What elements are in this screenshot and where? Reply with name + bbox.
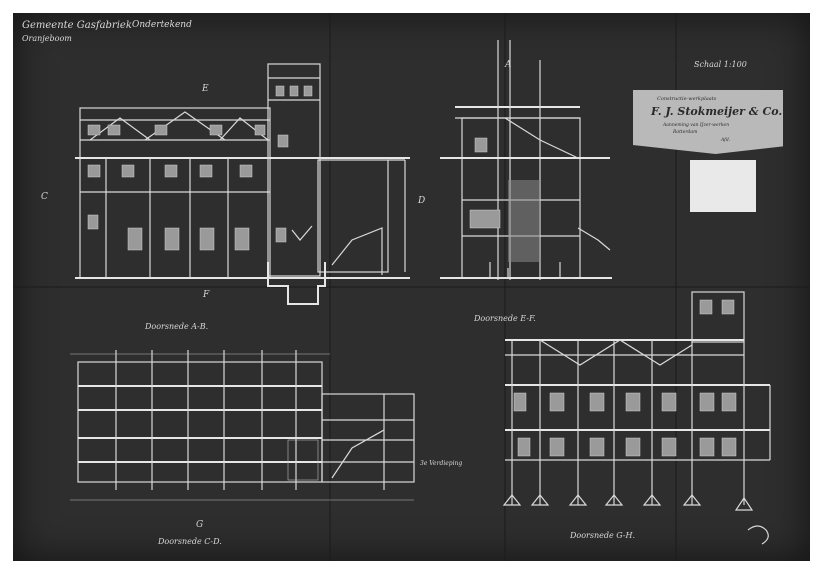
label-g: G	[196, 520, 204, 530]
caption-section-gh: Doorsnede G-H.	[570, 531, 636, 540]
label-d: D	[418, 196, 426, 206]
section-cd-drawing	[70, 350, 415, 501]
caption-section-ef: Doorsnede E-F.	[474, 314, 536, 323]
label-f: F	[203, 290, 210, 300]
title-block-line3: Rotterdam	[673, 130, 698, 135]
title-block-line2: Aanneming van IJzer-werken	[663, 123, 730, 128]
title-block-top-line: Constructie-werkplaats	[657, 96, 717, 102]
section-ef-drawing	[440, 40, 612, 280]
blank-paper-patch	[690, 160, 756, 212]
sheet-header: Gemeente Gasfabriek	[22, 20, 132, 31]
floor-note: 3e Verdieping	[420, 460, 463, 467]
sheet-subheader: Oranjeboom	[22, 34, 72, 43]
section-gh-drawing	[502, 291, 771, 511]
label-a: A	[505, 60, 512, 70]
label-e: E	[202, 84, 209, 94]
title-block: Constructie-werkplaats F. J. Stokmeijer …	[633, 90, 783, 154]
title-block-company: F. J. Stokmeijer & Co.	[651, 105, 783, 118]
section-ab-drawing	[75, 63, 410, 305]
caption-section-ab: Doorsnede A-B.	[145, 322, 209, 331]
project-note: Ondertekend	[132, 20, 192, 30]
title-block-line4: Afd.	[721, 138, 731, 143]
caption-section-cd: Doorsnede C-D.	[158, 537, 222, 546]
label-c: C	[41, 192, 48, 202]
stamp-mark	[747, 525, 769, 545]
scale-label: Schaal 1:100	[694, 60, 747, 69]
